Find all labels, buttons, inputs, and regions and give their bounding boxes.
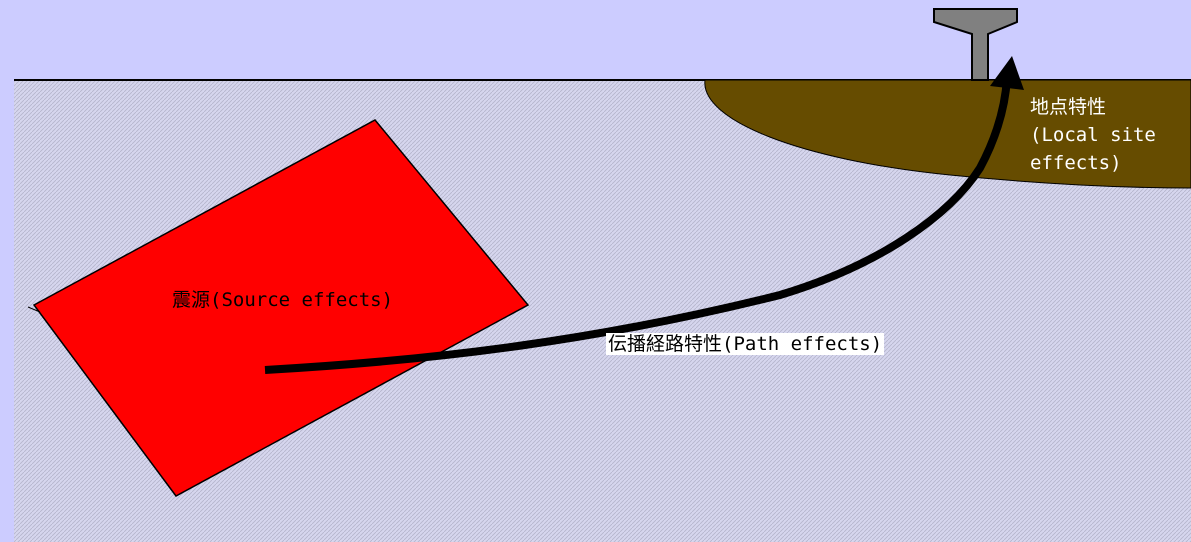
site-label-line: effects) <box>1030 152 1122 174</box>
fault-edge-tick <box>27 306 41 313</box>
ray-path <box>264 77 1011 374</box>
soil-layer <box>704 79 1191 189</box>
site-label-line: (Local site <box>1030 124 1156 146</box>
rail-structure-icon <box>933 8 1018 81</box>
source-fault-plane <box>32 119 530 497</box>
path-effects-label: 伝播経路特性(Path effects) <box>606 333 885 355</box>
arrow-icon <box>990 56 1024 90</box>
source-effects-label: 震源(Source effects) <box>172 289 394 311</box>
site-label-line: 地点特性 <box>1030 96 1107 118</box>
site-effects-label: 地点特性 (Local site effects) <box>1030 93 1156 177</box>
